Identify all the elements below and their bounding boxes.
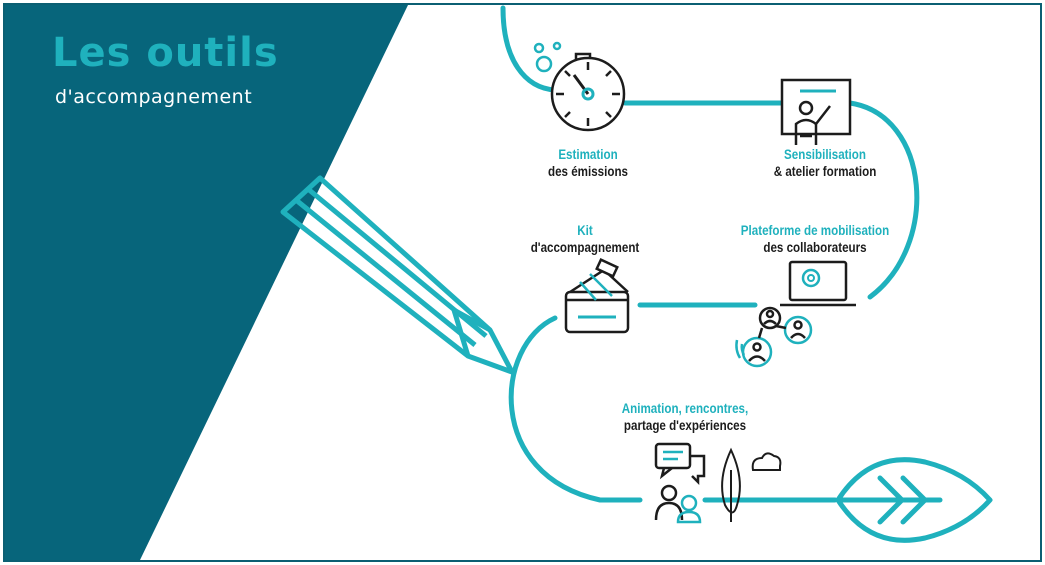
step-title: Plateforme de mobilisation [740,223,890,238]
step-subtitle: & atelier formation [773,164,877,179]
step-label-sensibilisation: Sensibilisation & atelier formation [756,146,894,180]
journey-path [500,5,920,503]
step-label-estimation: Estimation des émissions [528,146,648,180]
step-subtitle: des collaborateurs [763,240,867,255]
feather-icon [721,447,741,522]
step-title: Animation, rencontres, [621,401,749,416]
toolbox-icon [564,258,630,334]
step-label-animation: Animation, rencontres, partage d'expérie… [612,400,758,434]
laptop-network-icon [735,260,856,368]
path-start [500,5,558,93]
step-label-kit: Kit d'accompagnement [521,222,650,256]
community-chat-icon [654,442,706,524]
step-subtitle: d'accompagnement [530,240,640,255]
step-subtitle: des émissions [547,164,629,179]
stopwatch-icon [550,52,626,132]
bubbles-decoration [533,41,562,73]
step-subtitle: partage d'expériences [623,418,747,433]
leaf-icon [835,457,993,543]
page-subtitle: d'accompagnement [55,86,253,108]
step-title: Kit [577,223,593,238]
path-curve-left [508,315,643,503]
step-title: Sensibilisation [784,147,866,162]
title-panel [5,5,408,560]
pencil-icon [280,175,515,375]
cloud-icon [751,452,782,471]
path-curve-right [847,100,920,300]
page-title: Les outils [52,30,279,76]
step-label-plateforme: Plateforme de mobilisation des collabora… [720,222,909,256]
presenter-board-icon [780,78,852,145]
step-title: Estimation [558,147,618,162]
